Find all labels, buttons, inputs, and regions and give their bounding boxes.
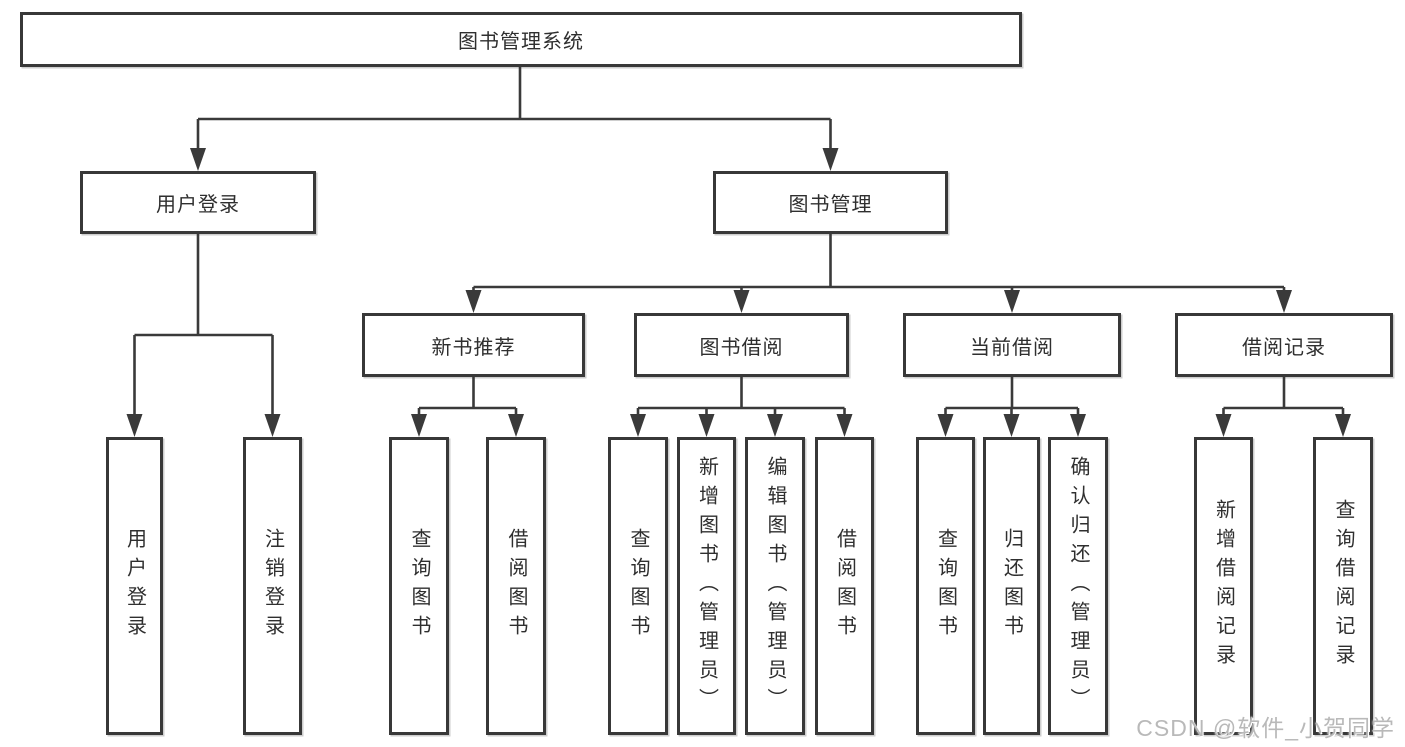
leaf-current-confirm-return-admin: 确认归还（管理员） [1048, 437, 1108, 735]
node-current-borrowing: 当前借阅 [903, 313, 1121, 377]
leaf-borrow-borrow-books-label: 借阅图书 [833, 528, 856, 644]
connector-new-book-recommend-to-children [417, 377, 518, 416]
leaf-borrow-edit-books-admin-label: 编辑图书（管理员） [764, 455, 786, 717]
leaf-user-login: 用户登录 [106, 437, 163, 735]
leaf-logout-label: 注销登录 [261, 528, 284, 644]
leaf-rec-query-books-label: 查询图书 [408, 528, 430, 644]
leaf-borrow-query-books-label: 查询图书 [627, 528, 649, 644]
node-user-login: 用户登录 [80, 171, 316, 234]
leaf-rec-borrow-books: 借阅图书 [486, 437, 546, 735]
leaf-user-login-label: 用户登录 [123, 528, 146, 644]
connector-current-borrowing-to-children [944, 377, 1080, 416]
node-root: 图书管理系统 [20, 12, 1022, 67]
leaf-current-query-books: 查询图书 [916, 437, 975, 735]
leaf-borrow-borrow-books: 借阅图书 [815, 437, 874, 735]
node-book-management-label: 图书管理 [788, 194, 873, 216]
node-root-label: 图书管理系统 [458, 31, 584, 53]
leaf-borrow-query-books: 查询图书 [608, 437, 668, 735]
node-book-management: 图书管理 [713, 171, 948, 234]
node-borrowing-records-label: 借阅记录 [1242, 336, 1326, 359]
leaf-rec-borrow-books-label: 借阅图书 [505, 528, 527, 644]
node-book-borrowing-label: 图书借阅 [699, 336, 784, 359]
node-new-book-recommend: 新书推荐 [362, 313, 585, 377]
node-borrowing-records: 借阅记录 [1175, 313, 1393, 377]
connector-user-login-to-children [133, 234, 274, 416]
leaf-borrow-edit-books-admin: 编辑图书（管理员） [745, 437, 805, 735]
leaf-records-add-record: 新增借阅记录 [1194, 437, 1253, 735]
leaf-current-query-books-label: 查询图书 [934, 528, 957, 644]
node-book-borrowing: 图书借阅 [634, 313, 849, 377]
node-current-borrowing-label: 当前借阅 [970, 336, 1054, 359]
connector-book-borrowing-to-children [636, 377, 846, 416]
leaf-logout: 注销登录 [243, 437, 302, 735]
arrowheads [126, 148, 1351, 437]
connector-book-management-to-level3 [472, 234, 1286, 293]
leaf-records-query-record-label: 查询借阅记录 [1332, 499, 1354, 673]
node-new-book-recommend-label: 新书推荐 [431, 336, 516, 359]
leaf-current-confirm-return-admin-label: 确认归还（管理员） [1067, 455, 1089, 717]
leaf-current-return-books-label: 归还图书 [1000, 528, 1023, 644]
connector-borrowing-records-to-children [1222, 377, 1345, 416]
leaf-current-return-books: 归还图书 [983, 437, 1040, 735]
node-user-login-label: 用户登录 [156, 194, 240, 216]
leaf-borrow-add-books-admin-label: 新增图书（管理员） [695, 455, 718, 717]
leaf-records-query-record: 查询借阅记录 [1313, 437, 1373, 735]
leaf-records-add-record-label: 新增借阅记录 [1212, 499, 1235, 673]
connector-root-to-level2 [196, 67, 832, 150]
leaf-borrow-add-books-admin: 新增图书（管理员） [677, 437, 736, 735]
csdn-watermark: CSDN @软件_小贺同学 [1136, 715, 1395, 741]
leaf-rec-query-books: 查询图书 [389, 437, 449, 735]
